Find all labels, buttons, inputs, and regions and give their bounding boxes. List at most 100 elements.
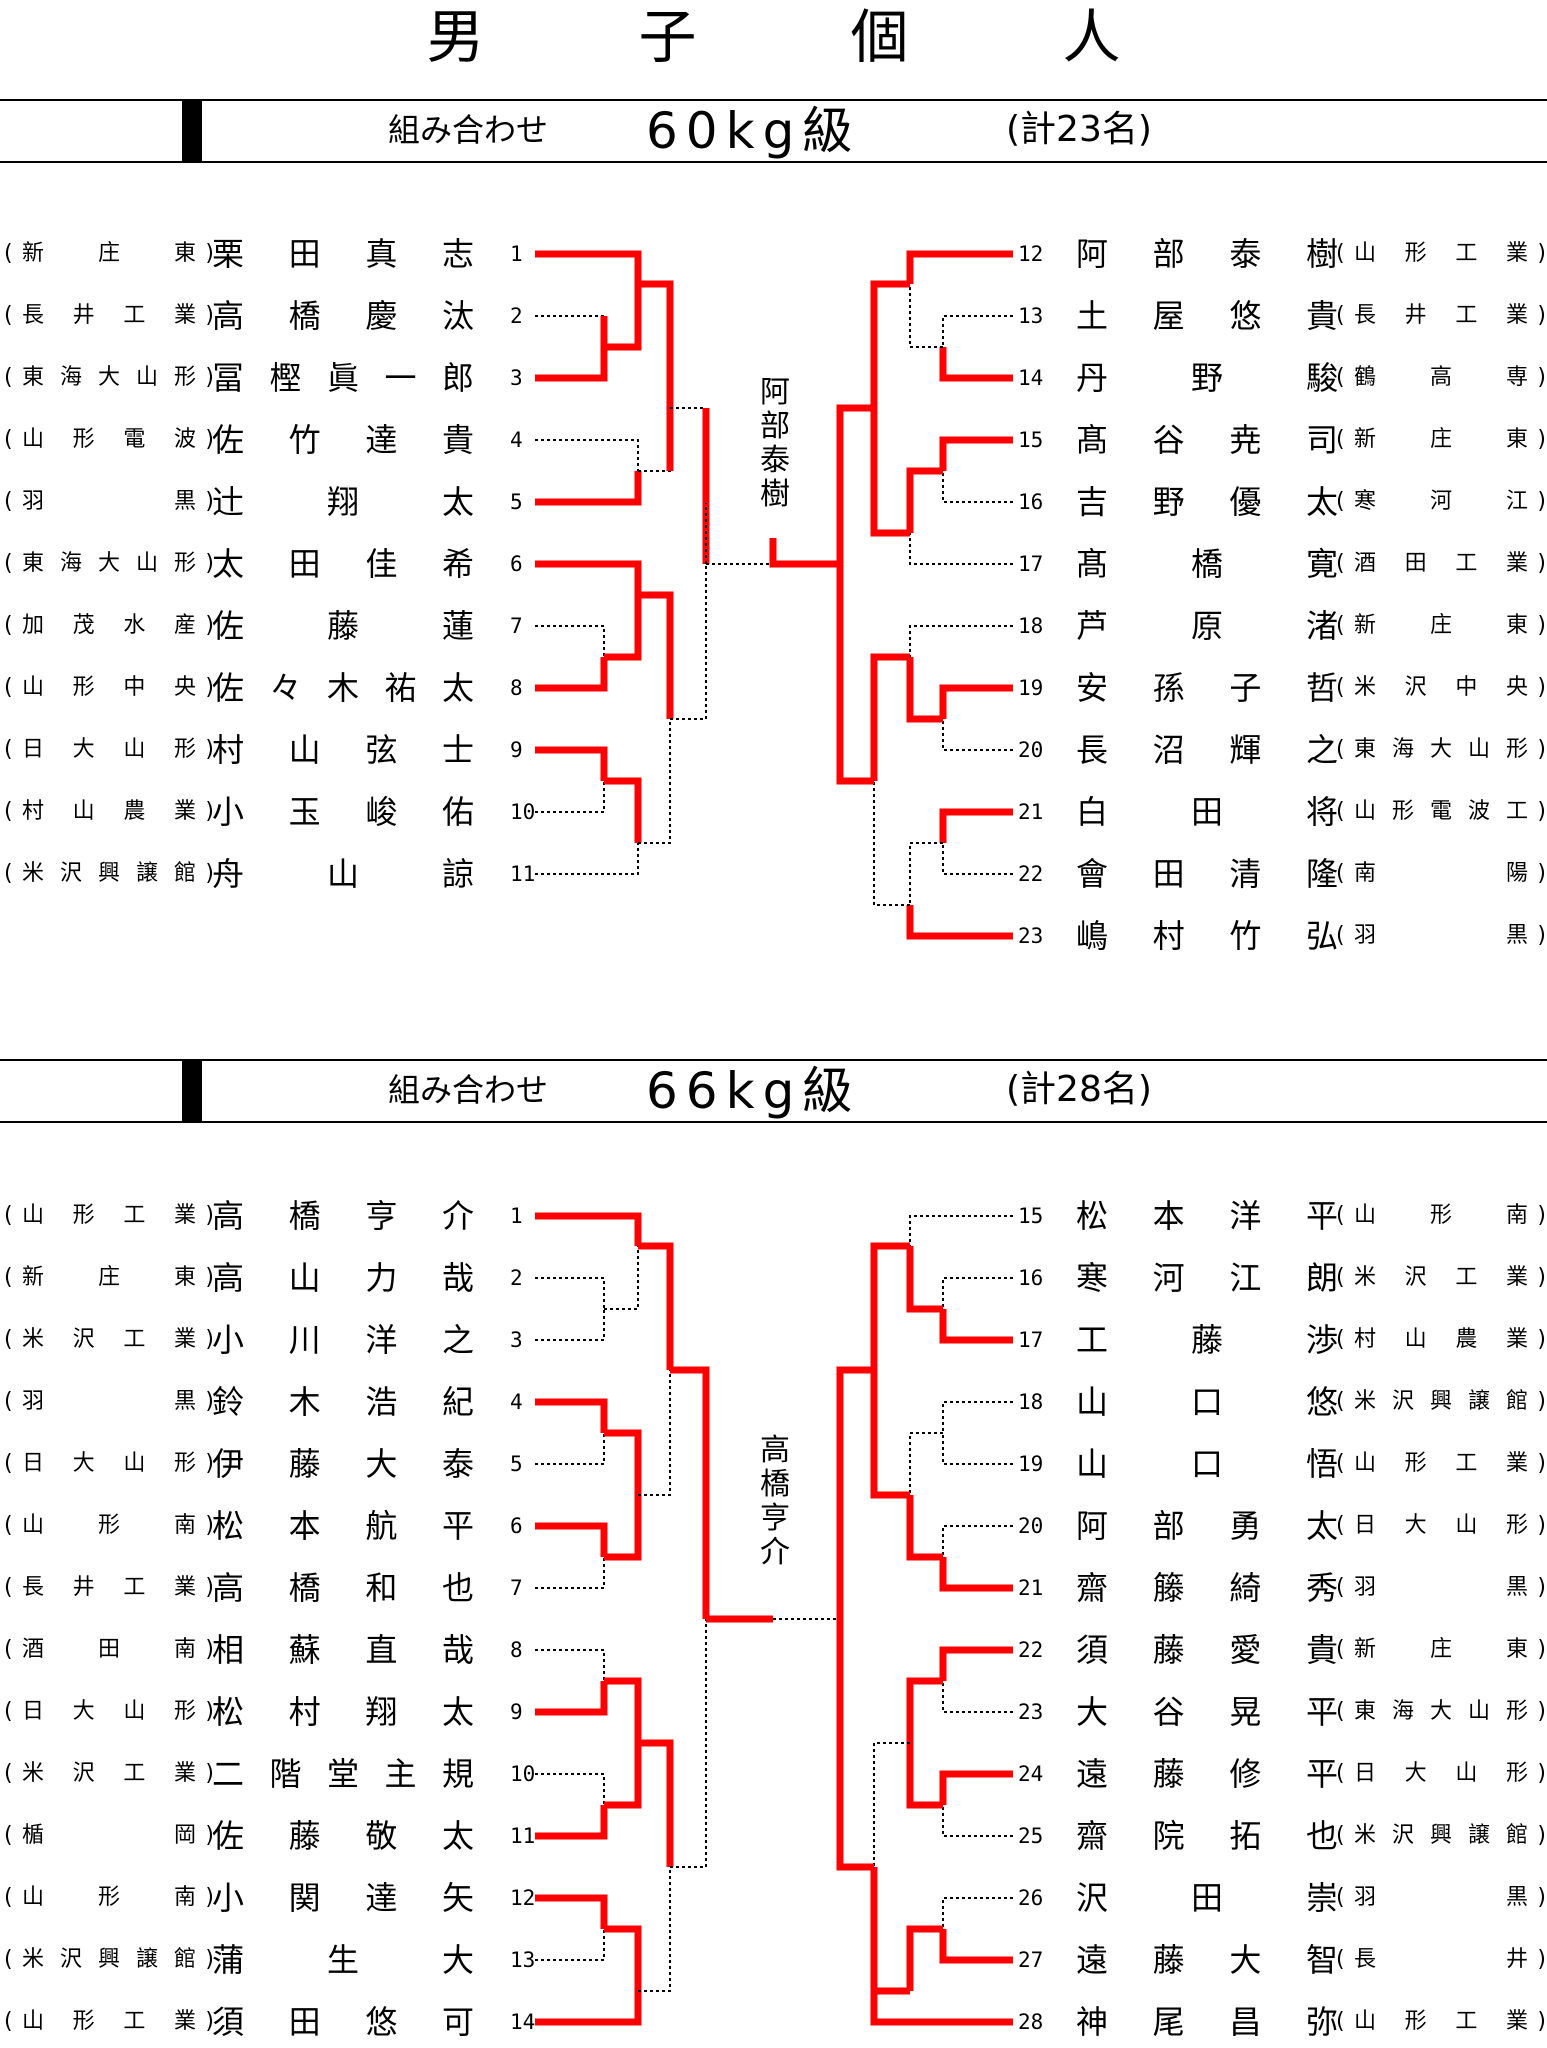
open-paren: ( xyxy=(4,365,13,390)
close-paren: ) xyxy=(205,365,214,390)
winner-line xyxy=(939,684,1013,719)
school-name: 村山農業 xyxy=(1354,1327,1528,1352)
close-paren: ) xyxy=(1537,1265,1546,1290)
school-name: 羽黒 xyxy=(1354,1575,1528,1600)
open-paren: ( xyxy=(4,1823,13,1848)
seed-number: 20 xyxy=(1018,1514,1044,1538)
bracket-line xyxy=(535,1433,605,1465)
close-paren: ) xyxy=(205,675,214,700)
competitor-name: 高山力哉 xyxy=(212,1259,474,1297)
open-paren: ( xyxy=(1336,1885,1345,1910)
school-label: (山形工業) xyxy=(1336,2002,1546,2042)
school-label: (山形電波工) xyxy=(1336,792,1546,832)
open-paren: ( xyxy=(1336,1513,1345,1538)
school-name: 東海大山形 xyxy=(22,551,196,576)
open-paren: ( xyxy=(4,551,13,576)
open-paren: ( xyxy=(1336,365,1345,390)
bracket-line xyxy=(638,407,671,472)
close-paren: ) xyxy=(205,1203,214,1228)
school-label: ( 東海大山形) xyxy=(4,544,214,584)
competitor-name: 高橋和也 xyxy=(212,1569,474,1607)
competitor-name: 相蘇直哉 xyxy=(212,1631,474,1669)
bracket-line xyxy=(909,625,1013,657)
competitor-name: 寒河江朗 xyxy=(1076,1259,1338,1297)
close-paren: ) xyxy=(1537,2009,1546,2034)
winner-line xyxy=(535,1522,608,1557)
winner-line xyxy=(769,538,840,568)
entrant-count: (計28名) xyxy=(1006,1069,1152,1110)
winner-line xyxy=(870,653,910,781)
seed-number: 17 xyxy=(1018,552,1044,576)
school-name: 日大山形 xyxy=(22,737,196,762)
winner-line xyxy=(535,1805,608,1840)
close-paren: ) xyxy=(1537,551,1546,576)
close-paren: ) xyxy=(1537,1513,1546,1538)
competitor-name: 小玉峻佑 xyxy=(212,793,474,831)
open-paren: ( xyxy=(1336,1203,1345,1228)
open-paren: ( xyxy=(1336,1265,1345,1290)
open-paren: ( xyxy=(4,861,13,886)
open-paren: ( xyxy=(4,613,13,638)
competitor-name: 須田悠可 xyxy=(212,2003,474,2041)
winner-line xyxy=(535,1681,608,1716)
bracket-line xyxy=(535,1649,605,1681)
school-label: (酒田工業) xyxy=(1336,544,1546,584)
bracket-line xyxy=(942,719,1013,751)
school-label: (羽黒) xyxy=(4,482,214,522)
school-label: (米沢中央) xyxy=(1336,668,1546,708)
seed-number: 2 xyxy=(510,1266,523,1290)
close-paren: ) xyxy=(1537,1885,1546,1910)
close-paren: ) xyxy=(1537,1699,1546,1724)
competitor-name: 小川洋之 xyxy=(212,1321,474,1359)
bracket-line xyxy=(670,564,707,720)
school-name: 山形南 xyxy=(22,1513,196,1538)
close-paren: ) xyxy=(205,551,214,576)
seed-number: 13 xyxy=(1018,304,1044,328)
school-name: 羽黒 xyxy=(22,489,196,514)
winner-line xyxy=(535,471,642,506)
school-label: (山形工業) xyxy=(1336,234,1546,274)
seed-number: 11 xyxy=(510,1824,536,1848)
bracket-line xyxy=(909,1215,1013,1246)
close-paren: ) xyxy=(1537,1761,1546,1786)
close-paren: ) xyxy=(205,427,214,452)
competitor-name: 吉野優太 xyxy=(1076,483,1338,521)
close-paren: ) xyxy=(1537,1389,1546,1414)
champion-char: 部 xyxy=(760,409,790,444)
bracket-line xyxy=(535,843,639,875)
school-label: (羽黒) xyxy=(1336,1878,1546,1918)
seed-number: 9 xyxy=(510,738,523,762)
open-paren: ( xyxy=(4,1575,13,1600)
winner-line xyxy=(906,1677,943,1743)
bracket-label: 組み合わせ xyxy=(388,1071,549,1109)
open-paren: ( xyxy=(1336,303,1345,328)
school-name: 東海大山形 xyxy=(22,365,196,390)
open-paren: ( xyxy=(1336,1575,1345,1600)
close-paren: ) xyxy=(205,861,214,886)
school-label: (米沢興譲館) xyxy=(1336,1816,1546,1856)
competitor-name: 芦原渚 xyxy=(1076,607,1338,645)
open-paren: ( xyxy=(1336,923,1345,948)
close-paren: ) xyxy=(205,799,214,824)
seed-number: 27 xyxy=(1018,1948,1044,1972)
winner-line xyxy=(535,657,608,692)
winner-line xyxy=(870,1370,910,1499)
competitor-name: 遠藤修平 xyxy=(1076,1755,1338,1793)
close-paren: ) xyxy=(205,2009,214,2034)
competitor-name: 伊藤大泰 xyxy=(212,1445,474,1483)
school-label: (羽黒) xyxy=(1336,916,1546,956)
seed-number: 5 xyxy=(510,1452,523,1476)
school-label: (山形南) xyxy=(4,1878,214,1918)
seed-number: 22 xyxy=(1018,1638,1044,1662)
bracket-line xyxy=(604,1246,639,1310)
close-paren: ) xyxy=(1537,1947,1546,1972)
open-paren: ( xyxy=(1336,427,1345,452)
seed-number: 17 xyxy=(1018,1328,1044,1352)
bracket-line xyxy=(638,1370,671,1496)
open-paren: ( xyxy=(4,675,13,700)
winner-line xyxy=(836,404,874,564)
school-label: (米沢工業) xyxy=(4,1320,214,1360)
competitor-name: 安孫子哲 xyxy=(1076,669,1338,707)
school-name: 山形電波 xyxy=(22,427,196,452)
